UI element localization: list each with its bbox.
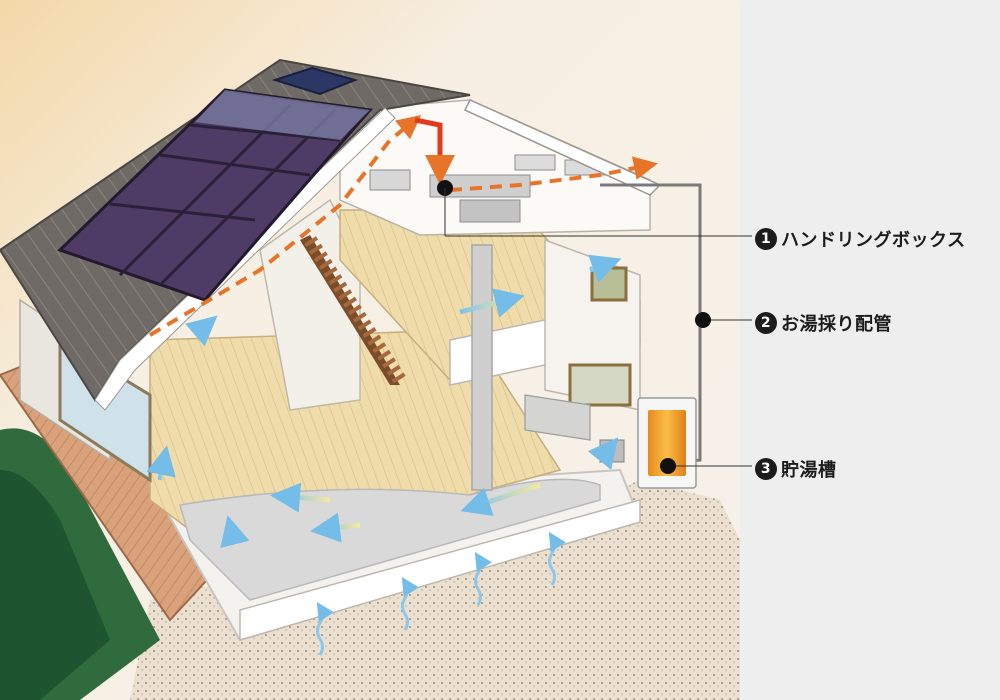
label-panel: [740, 0, 1000, 700]
callout-label-hot-water-tank: 3 貯湯槽: [755, 456, 837, 482]
ground-heat-arrow-icon: [401, 576, 419, 631]
warm-air-flow: [148, 115, 658, 337]
pv-panel: [271, 66, 359, 96]
cool-air-arrow-icon: [460, 482, 541, 517]
warm-air-arrow-icon: [449, 156, 658, 192]
callout-text-1: ハンドリングボックス: [781, 230, 966, 251]
central-duct-column: [471, 244, 493, 491]
callout-text-2: お湯採り配管: [781, 314, 892, 335]
callout-dot-3: [660, 458, 676, 474]
warm-air-arrow-icon: [414, 117, 455, 185]
warm-air-arrow-icon: [148, 115, 422, 337]
solar-collectors: [57, 88, 373, 302]
hot-water-tank: [648, 410, 686, 476]
cool-air-arrow-icon: [587, 437, 619, 470]
callout-number-1: 1: [755, 228, 777, 250]
callout-dot-2: [695, 312, 711, 328]
callout-number-2: 2: [755, 312, 777, 334]
cool-air-arrow-icon: [220, 515, 250, 549]
cool-air-arrow-icon: [270, 482, 331, 513]
ground-heat-arrow-icon: [474, 551, 492, 606]
callout-number-3: 3: [755, 458, 777, 480]
window-upper: [590, 266, 628, 302]
staircase: [300, 235, 406, 385]
callout-text-3: 貯湯槽: [781, 460, 837, 481]
cool-air-arrow-icon: [185, 315, 218, 347]
cool-air-arrow-icon: [310, 512, 361, 543]
window-lower: [568, 363, 632, 407]
callout-label-hot-water-piping: 2 お湯採り配管: [755, 310, 892, 336]
cool-air-flow: [146, 254, 622, 549]
cool-air-arrow-icon: [459, 288, 525, 318]
roof-fascia: [94, 107, 396, 411]
callout-label-handling-box: 1 ハンドリングボックス: [755, 226, 965, 252]
ground-heat-arrow-icon: [316, 601, 334, 656]
callout-leaders: [437, 180, 752, 474]
cool-air-arrow-icon: [146, 445, 176, 481]
ground-heat-flow: [316, 531, 566, 656]
cool-air-arrow-icon: [588, 254, 622, 283]
ground-heat-arrow-icon: [548, 531, 566, 586]
